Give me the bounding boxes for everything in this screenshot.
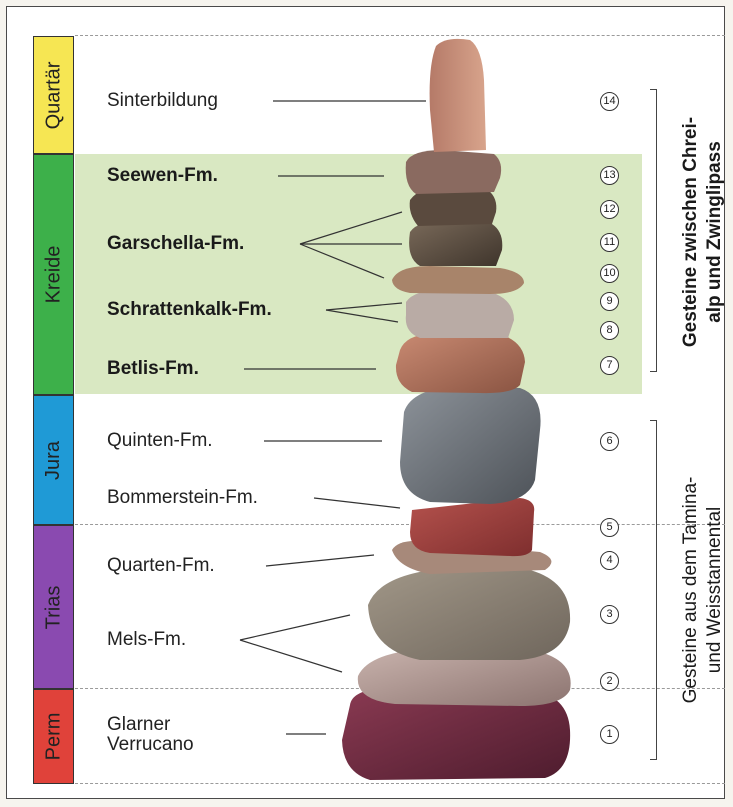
stone-number-12: 12 <box>600 200 619 219</box>
bracket-upper-group <box>650 89 657 372</box>
stone-number-1: 1 <box>600 725 619 744</box>
stone-number-11: 11 <box>600 233 619 252</box>
group-label-upper-line-2: alp und Zwinglipass <box>704 141 725 323</box>
group-label-lower: Gesteine aus dem Tamina- und Weisstannen… <box>679 445 731 735</box>
stone-number-13: 13 <box>600 166 619 185</box>
stone-number-9: 9 <box>600 292 619 311</box>
group-label-upper-line-1: Gesteine zwischen Chrei- <box>680 117 701 347</box>
stone-number-14: 14 <box>600 92 619 111</box>
leader-mels-b <box>240 640 342 672</box>
group-label-lower-line-1: Gesteine aus dem Tamina- <box>680 477 701 704</box>
leader-mels-a <box>240 615 350 640</box>
stone-number-10: 10 <box>600 264 619 283</box>
formation-mels: Mels-Fm. <box>107 629 186 651</box>
leader-garschella-a <box>300 212 402 244</box>
group-label-lower-line-2: und Weisstannental <box>704 507 725 674</box>
stone-number-5: 5 <box>600 518 619 537</box>
leader-quarten <box>266 555 374 566</box>
stone-number-6: 6 <box>600 432 619 451</box>
formation-sinterbildung: Sinterbildung <box>107 90 218 112</box>
formation-seewen: Seewen-Fm. <box>107 165 218 187</box>
bracket-lower-group <box>650 420 657 760</box>
formation-schrattenkalk: Schrattenkalk-Fm. <box>107 299 272 321</box>
leader-bommerstein <box>314 498 400 508</box>
formation-quarten: Quarten-Fm. <box>107 555 215 577</box>
stone-number-8: 8 <box>600 321 619 340</box>
formation-quinten: Quinten-Fm. <box>107 430 213 452</box>
stone-number-3: 3 <box>600 605 619 624</box>
leader-garschella-c <box>300 244 384 278</box>
stone-number-4: 4 <box>600 551 619 570</box>
stone-number-7: 7 <box>600 356 619 375</box>
leader-schrattenkalk-b <box>326 310 398 322</box>
formation-garschella: Garschella-Fm. <box>107 233 244 255</box>
formation-bommerstein: Bommerstein-Fm. <box>107 487 258 509</box>
stone-number-2: 2 <box>600 672 619 691</box>
group-label-upper: Gesteine zwischen Chrei- alp und Zwingli… <box>679 102 731 362</box>
formation-betlis: Betlis-Fm. <box>107 358 199 380</box>
leader-schrattenkalk-a <box>326 303 402 310</box>
